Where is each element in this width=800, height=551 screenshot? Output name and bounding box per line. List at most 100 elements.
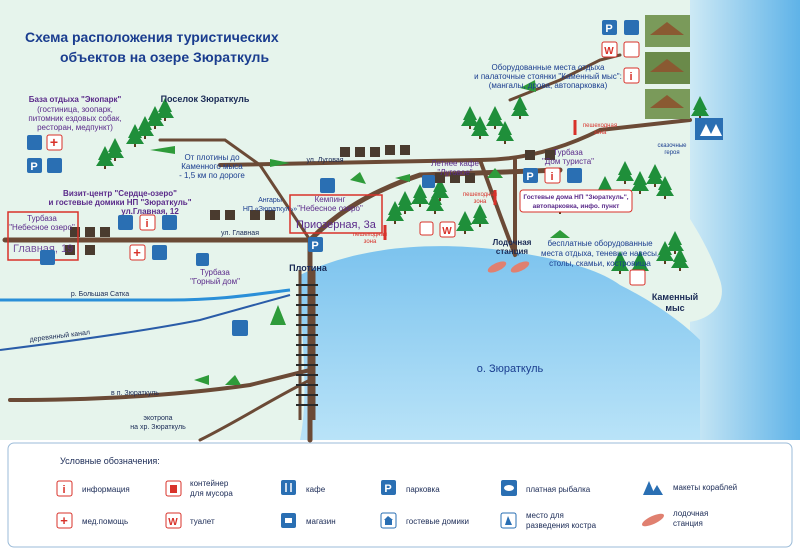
shop-icon <box>281 513 296 528</box>
rivers <box>0 288 291 351</box>
legend-label-boat2: станция <box>673 519 703 528</box>
from-dam3: - 1,5 км по дороге <box>179 171 245 180</box>
legend-label-cafe: кафе <box>306 485 326 494</box>
parking-icon: P <box>381 480 396 495</box>
guest-np-box <box>519 189 633 213</box>
guest-np2: автопарковка, инфо. пункт <box>533 203 620 210</box>
ecopark-desc3: ресторан, медпункт) <box>37 123 113 132</box>
ped-zone-top2: зона <box>594 130 607 136</box>
camping-highlight <box>289 194 383 234</box>
lake-right-water <box>690 0 800 440</box>
legend-label-medical: мед.помощь <box>82 517 128 526</box>
bolshaya-satka: р. Большая Сатка <box>71 291 129 298</box>
nebesnoe-base1: Турбаза <box>27 214 57 223</box>
gorny1: Турбаза <box>200 268 230 277</box>
boat-station-icon <box>641 513 665 527</box>
lugovaya-street: ул. Луговая <box>306 157 343 164</box>
legend-label-fire: место для <box>526 511 564 520</box>
dom-turista1: Турбаза <box>553 148 583 157</box>
svg-text:P: P <box>384 483 391 495</box>
equipped1: Оборудованные места отдыха <box>492 63 606 72</box>
map-icons: + P i + P W P i P <box>27 20 723 336</box>
ped-zone-top: пешеходная <box>583 123 617 129</box>
ped-zone-camp2: зона <box>364 239 377 245</box>
svg-text:P: P <box>526 171 533 183</box>
eco-trail1: экотропа <box>143 415 172 422</box>
legend-label-info: информация <box>82 485 130 494</box>
svg-text:i: i <box>629 71 632 83</box>
svg-text:W: W <box>168 517 178 528</box>
legend-label-boat: лодочная <box>673 509 708 518</box>
legend-label-shop: магазин <box>306 517 336 526</box>
ecopark-desc1: (гостиница, зоопарк, <box>37 105 113 114</box>
angars1: Ангары <box>258 197 282 204</box>
prizernaya-address: Приозерная, 3а <box>296 219 377 231</box>
summer-cafe1: Летнее кафе <box>431 159 479 168</box>
campfire-icon <box>500 512 517 529</box>
ped-zone-mid: пешеходная <box>463 192 497 198</box>
kamenny1: Каменный <box>652 292 698 302</box>
visit-center1: Визит-центр "Сердце-озеро" <box>63 189 177 198</box>
hero-pier2: героя <box>664 150 679 156</box>
ecopark-label: База отдыха "Экопарк" <box>29 95 122 104</box>
dam-label: Плотина <box>289 263 328 273</box>
toilet-icon: W <box>165 512 182 529</box>
legend-label-fire2: разведения костра <box>526 521 597 530</box>
equipped3: (мангалы, дрова, автопарковка) <box>489 81 608 90</box>
legend-label-parking: парковка <box>406 485 440 494</box>
camp-photos <box>645 15 690 119</box>
svg-text:+: + <box>60 513 68 528</box>
legend-title: Условные обозначения: <box>60 456 160 466</box>
dom-turista2: "Дом туриста" <box>542 157 594 166</box>
svg-text:+: + <box>50 134 58 150</box>
svg-text:i: i <box>550 171 553 183</box>
legend-label-toilet: туалет <box>190 517 215 526</box>
equipped2: и палаточные стоянки "Каменный мыс": <box>474 72 622 81</box>
glavnaya-street: ул. Главная <box>221 230 259 237</box>
map-title-line1: Схема расположения туристических <box>25 29 279 45</box>
kamenny2: мыс <box>665 303 684 313</box>
svg-text:+: + <box>133 245 141 260</box>
cafe-icon <box>281 480 296 495</box>
svg-text:i: i <box>145 218 148 230</box>
legend-icons: i P + W <box>56 480 665 529</box>
ped-zone-mid2: зона <box>474 199 487 205</box>
camping1: Кемпинг <box>315 195 346 204</box>
direction-arrows <box>150 80 570 385</box>
trash-bin-icon <box>165 480 182 497</box>
angars2: НП «Зюраткуль» <box>243 206 297 213</box>
guest-house-icon <box>380 512 397 529</box>
svg-text:P: P <box>311 240 318 252</box>
hero-pier1: сказочные <box>657 143 687 149</box>
ecopark-desc2: питомник ездовых собак, <box>28 114 121 123</box>
camping2: "Небесное озеро" <box>297 204 363 213</box>
ship-models-icon <box>643 481 663 495</box>
to-village: в п. Зюраткуль <box>111 390 159 397</box>
visit-center3: ул.Главная, 12 <box>121 207 179 216</box>
svg-text:W: W <box>604 46 614 57</box>
legend-label-fishing: платная рыбалка <box>526 485 591 494</box>
map-title-line2: объектов на озере Зюраткуль <box>60 49 269 65</box>
legend-label-trash: контейнер <box>190 479 229 488</box>
free1: бесплатные оборудованные <box>547 239 653 248</box>
guest-np1: Гостевые дома НП "Зюраткуль", <box>523 194 628 201</box>
ped-zone-camp: пешеходная <box>353 232 387 238</box>
from-dam2: Каменного мыса <box>181 162 243 171</box>
legend-label-ships: макеты кораблей <box>673 483 737 492</box>
info-icon: i <box>56 480 73 497</box>
legend-label-trash2: для мусора <box>190 489 233 498</box>
gorny2: "Горный дом" <box>190 277 240 286</box>
svg-text:P: P <box>605 23 612 35</box>
medical-icon: + <box>56 512 73 529</box>
boat-station1: Лодочная <box>493 238 532 247</box>
dam-railway <box>296 270 318 420</box>
lake-label: о. Зюраткуль <box>477 363 544 375</box>
svg-text:W: W <box>442 226 452 237</box>
svg-text:P: P <box>30 161 37 173</box>
free2: места отдыха, теневые навесы, <box>541 249 659 258</box>
lake-water <box>300 246 700 440</box>
nebesnoe-base2: "Небесное озеро" <box>9 223 75 232</box>
pedestrian-marks <box>383 120 577 240</box>
fishing-icon <box>501 480 517 496</box>
